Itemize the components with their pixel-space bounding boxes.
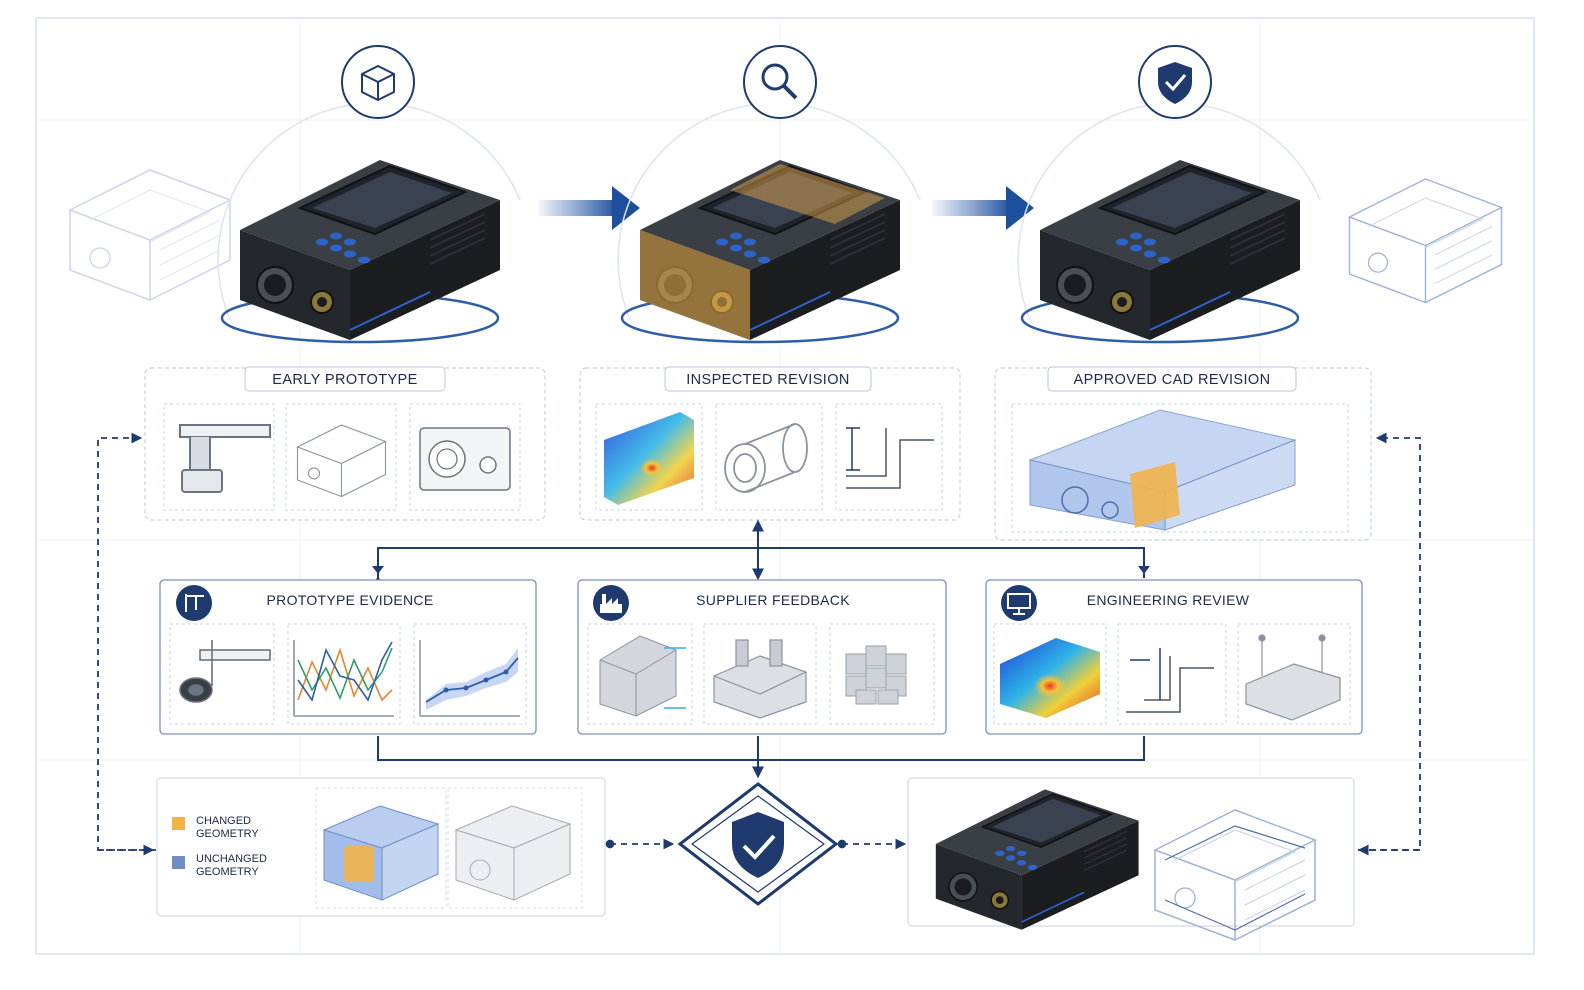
caliper-sketch — [179, 424, 271, 493]
stage-title-inspected: INSPECTED REVISION — [686, 372, 850, 388]
section-drawing-sketch — [846, 427, 934, 489]
magnifier-icon — [761, 63, 798, 100]
measure-sketch — [179, 640, 271, 703]
final-wireframe — [1154, 809, 1316, 941]
device-early — [239, 159, 501, 341]
monitor-icon — [1007, 593, 1031, 615]
legend-label-unchanged-2: GEOMETRY — [196, 866, 259, 878]
stage-approved-cad-revision — [1017, 45, 1321, 344]
changed-model — [322, 805, 440, 901]
legend-label-changed-1: CHANGED — [196, 815, 251, 827]
thumb-cad-model — [1011, 403, 1349, 533]
stage-icon-badge — [743, 45, 817, 119]
panel-title-engineering-review: ENGINEERING REVIEW — [1087, 592, 1250, 608]
panel-title-prototype-evidence: PROTOTYPE EVIDENCE — [267, 592, 434, 608]
panel-icon-badge — [176, 585, 212, 621]
connector-3d-sketch — [724, 423, 808, 493]
extrusion-sketch — [599, 635, 686, 717]
stage-title-box — [1047, 366, 1297, 392]
thumb-wire-device — [285, 403, 397, 511]
connector-face-sketch — [419, 427, 511, 491]
section-sketch — [1126, 648, 1214, 713]
right-wireframe-sketch — [1348, 178, 1503, 304]
prototype-evidence-panel: PROTOTYPE EVIDENCE — [159, 579, 537, 735]
supplier-feedback-panel: SUPPLIER FEEDBACK — [577, 579, 947, 735]
blocks-sketch — [845, 645, 907, 705]
stage-title-box — [244, 366, 446, 392]
shield-check-icon — [1158, 62, 1192, 104]
panel-title-supplier-feedback: SUPPLIER FEEDBACK — [696, 592, 850, 608]
stage-title-early: EARLY PROTOTYPE — [272, 372, 417, 388]
factory-icon — [600, 594, 622, 613]
unchanged-model — [454, 805, 572, 901]
feedback-connectors-top — [372, 519, 1145, 588]
stage-early-prototype — [217, 45, 521, 344]
left-wireframe-sketch — [69, 169, 231, 301]
early-prototype-panel: EARLY PROTOTYPE — [144, 366, 546, 521]
device-inspected — [639, 159, 901, 341]
feedback-connectors-bottom — [377, 736, 1145, 779]
thumb-heatmap — [595, 403, 703, 511]
thumb-mold — [703, 623, 817, 725]
inspected-revision-panel: INSPECTED REVISION — [579, 366, 961, 521]
stage-inspected-revision — [617, 45, 921, 344]
wire-device-sketch — [296, 424, 387, 498]
legend-swatch-unchanged — [172, 856, 185, 869]
legend-label-unchanged-1: UNCHANGED — [196, 853, 267, 865]
thumb-caliper — [163, 403, 275, 511]
approved-cad-revision-panel: APPROVED CAD REVISION — [994, 366, 1372, 541]
thumb-area-chart — [413, 623, 527, 725]
cube-icon — [361, 64, 395, 102]
cad-transparent-model — [1028, 409, 1297, 531]
stage-title-box — [664, 366, 872, 392]
thumb-fea — [993, 623, 1107, 725]
multi-line-chart — [293, 640, 394, 717]
legend-swatch-changed — [172, 817, 185, 830]
mold-sketch — [713, 639, 807, 719]
fea-heatmap — [1000, 638, 1100, 718]
exploded-assembly — [1245, 634, 1341, 721]
side-loop-connectors — [97, 432, 1421, 856]
panel-icon-badge — [1001, 585, 1037, 621]
device-approved — [1039, 159, 1301, 341]
legend-label-changed-2: GEOMETRY — [196, 828, 259, 840]
heatmap-part — [604, 412, 694, 505]
approval-badge — [677, 782, 839, 906]
stage-title-approved: APPROVED CAD REVISION — [1074, 372, 1271, 388]
thumb-section — [1117, 623, 1227, 725]
shield-check-icon — [732, 812, 784, 878]
thumb-section-drawing — [835, 403, 943, 511]
engineering-review-panel: ENGINEERING REVIEW — [985, 579, 1363, 735]
thumb-line-chart — [287, 623, 401, 725]
outer-frame — [35, 17, 1535, 955]
thumb-connector-face — [409, 403, 521, 511]
area-chart — [419, 640, 520, 717]
thumb-exploded — [1237, 623, 1351, 725]
thumb-changed-model — [315, 787, 447, 909]
final-result-panel — [907, 777, 1355, 941]
geometry-comparison-panel: CHANGED GEOMETRY UNCHANGED GEOMETRY — [156, 777, 606, 917]
stage-arrow-1 — [538, 186, 640, 230]
caliper-icon — [185, 594, 204, 612]
thumb-connector-3d — [715, 403, 823, 511]
thumb-unchanged-model — [447, 787, 583, 909]
stage-arrow-2 — [932, 186, 1034, 230]
